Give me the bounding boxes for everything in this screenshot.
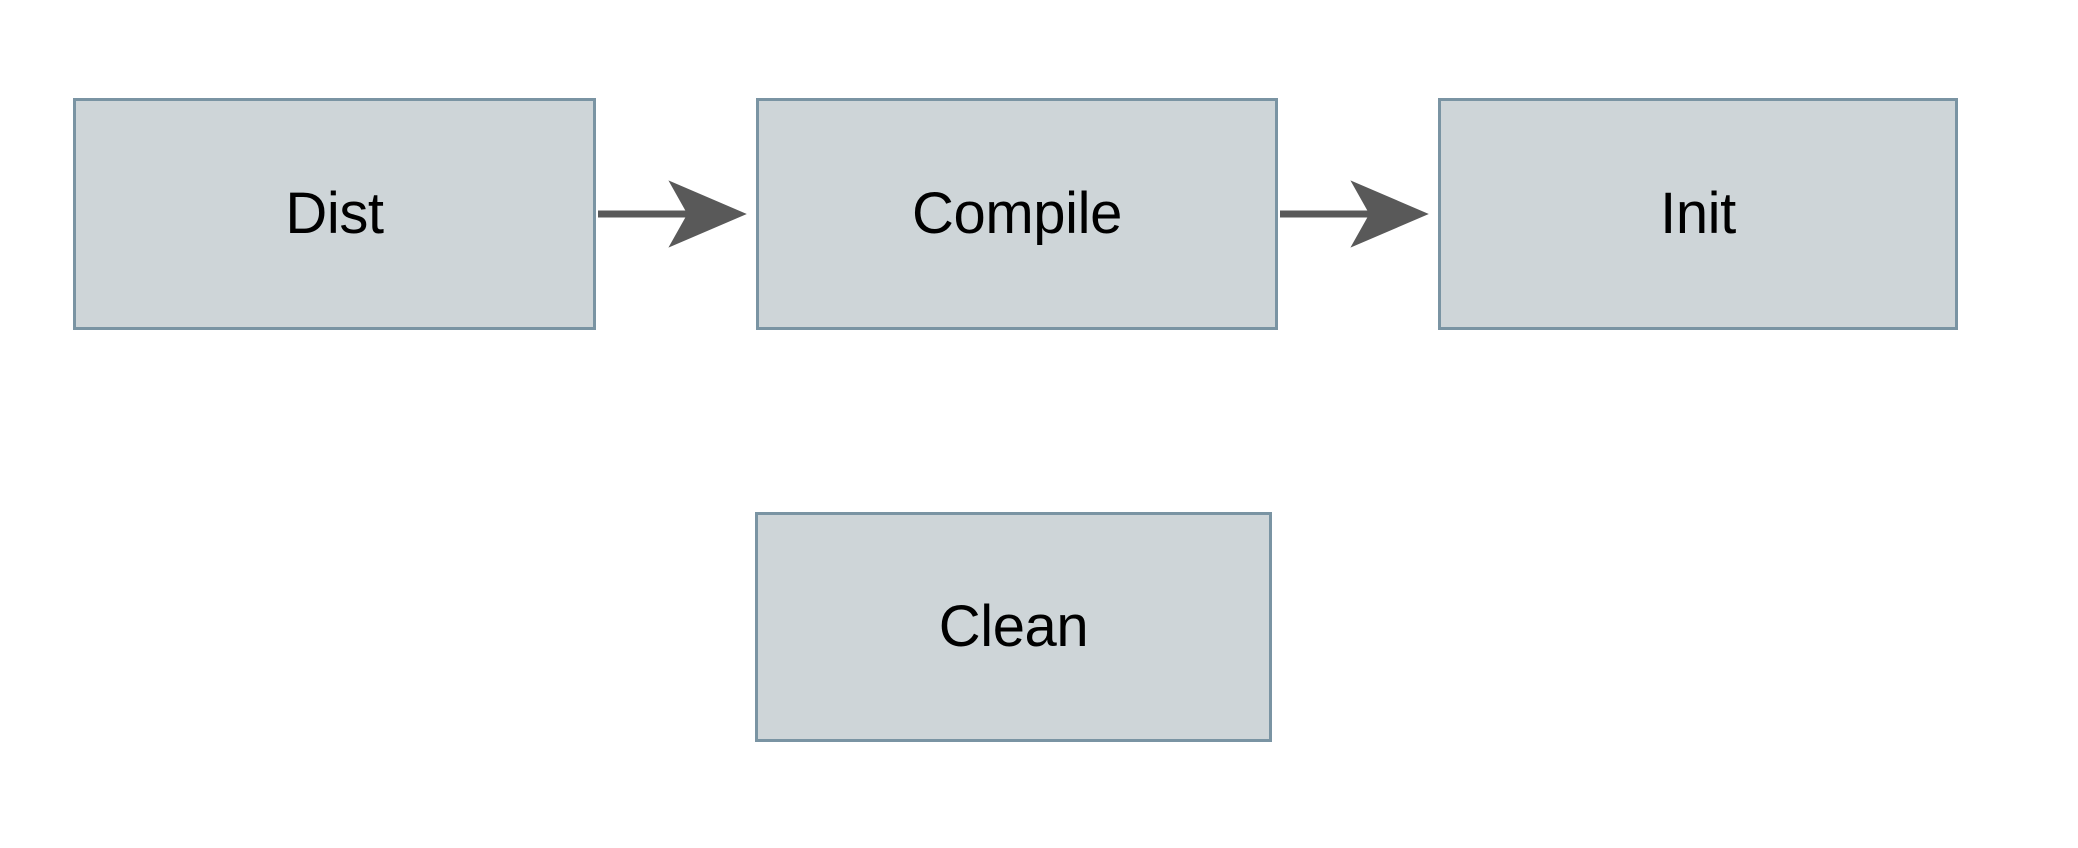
node-clean[interactable]: Clean	[755, 512, 1272, 742]
node-init-label: Init	[1660, 181, 1736, 246]
node-compile-label: Compile	[912, 181, 1122, 246]
node-clean-label: Clean	[938, 594, 1089, 659]
node-dist-label: Dist	[285, 181, 384, 246]
node-dist[interactable]: Dist	[73, 98, 596, 330]
node-compile[interactable]: Compile	[756, 98, 1278, 330]
node-init[interactable]: Init	[1438, 98, 1958, 330]
